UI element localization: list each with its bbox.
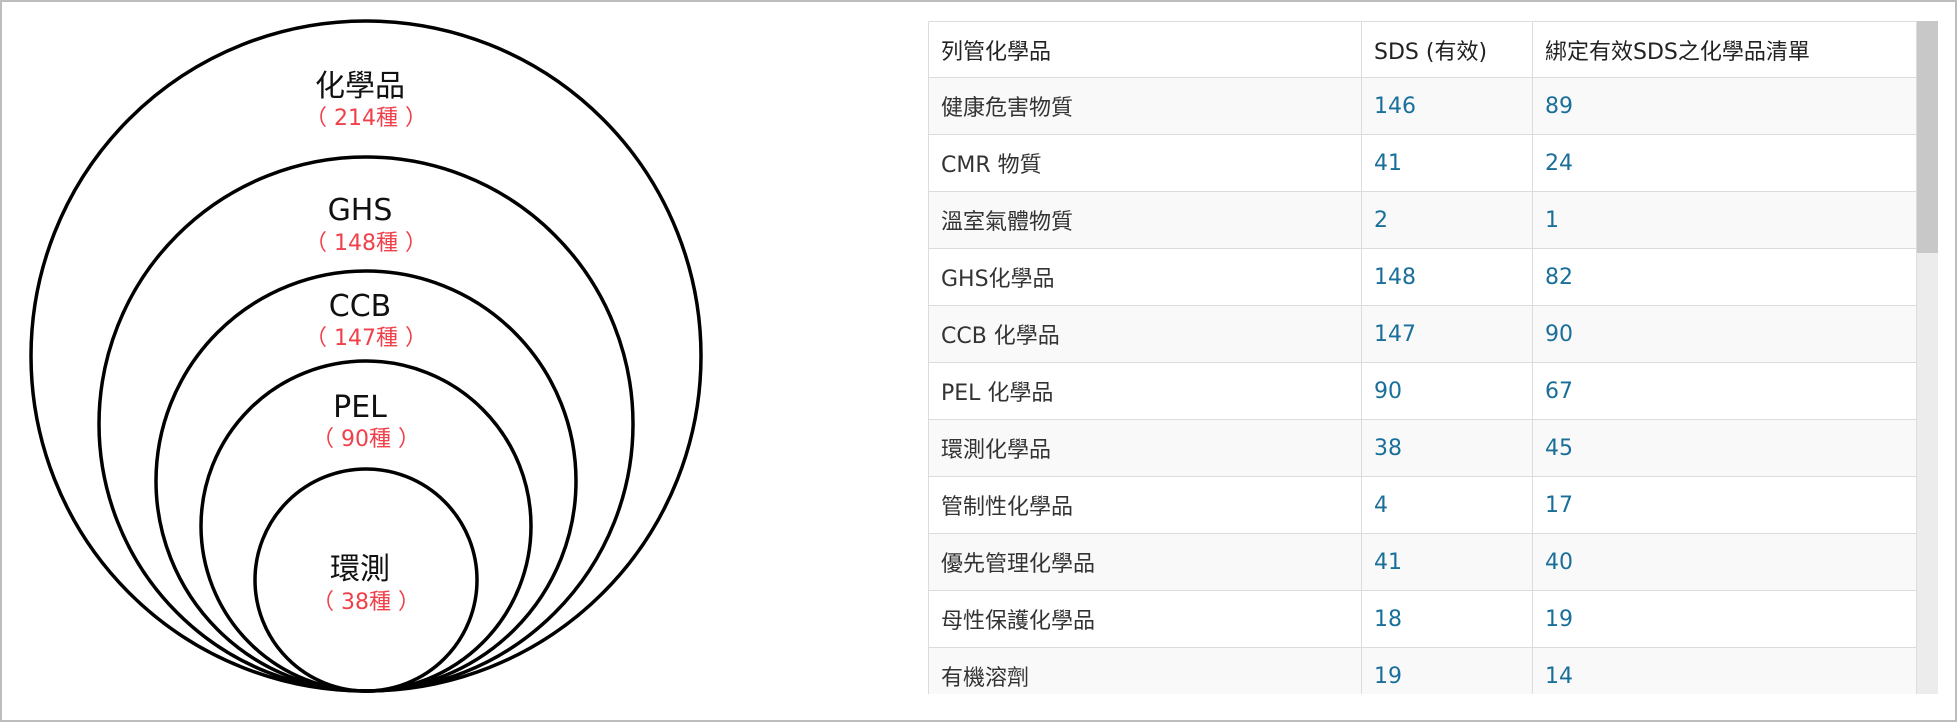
chemical-category-cell: 有機溶劑 <box>928 647 1362 694</box>
sds-valid-count-link[interactable]: 90 <box>1361 362 1533 420</box>
bound-sds-count-link[interactable]: 40 <box>1532 533 1917 591</box>
column-header: 綁定有效SDS之化學品清單 <box>1532 21 1917 78</box>
vertical-scrollbar[interactable] <box>1917 21 1938 694</box>
chemical-category-cell: 管制性化學品 <box>928 476 1362 534</box>
sds-valid-count-link[interactable]: 38 <box>1361 419 1533 477</box>
sds-valid-count-link[interactable]: 147 <box>1361 305 1533 363</box>
chemical-category-cell: 健康危害物質 <box>928 77 1362 135</box>
circle-count: （ 148種 ） <box>305 231 427 256</box>
column-header: 列管化學品 <box>928 21 1362 78</box>
circle-label: CCB <box>329 289 391 324</box>
column-header: SDS (有效) <box>1361 21 1533 78</box>
chemical-category-cell: CCB 化學品 <box>928 305 1362 363</box>
bound-sds-count-link[interactable]: 1 <box>1532 191 1917 249</box>
circle-count: （ 90種 ） <box>312 427 420 452</box>
sds-valid-count-link[interactable]: 148 <box>1361 248 1533 306</box>
bound-sds-count-link[interactable]: 19 <box>1532 590 1917 648</box>
circle-count: （ 147種 ） <box>305 326 427 351</box>
sds-valid-count-link[interactable]: 19 <box>1361 647 1533 694</box>
bound-sds-count-link[interactable]: 14 <box>1532 647 1917 694</box>
sds-valid-count-link[interactable]: 2 <box>1361 191 1533 249</box>
circle-label: GHS <box>328 193 393 228</box>
scrollbar-thumb[interactable] <box>1917 21 1938 253</box>
chemical-category-cell: 環測化學品 <box>928 419 1362 477</box>
table-header-row: 列管化學品 SDS (有效) 綁定有效SDS之化學品清單 <box>928 21 1917 78</box>
circle-count: （ 214種 ） <box>305 106 427 131</box>
bound-sds-count-link[interactable]: 82 <box>1532 248 1917 306</box>
nested-circle-diagram: 化學品 （ 214種 ） GHS （ 148種 ） CCB （ 147種 ） P… <box>29 19 703 693</box>
chemical-category-cell: PEL 化學品 <box>928 362 1362 420</box>
circle-env-monitoring <box>253 467 479 693</box>
chemical-category-cell: GHS化學品 <box>928 248 1362 306</box>
chemical-category-cell: CMR 物質 <box>928 134 1362 192</box>
bound-sds-count-link[interactable]: 45 <box>1532 419 1917 477</box>
chemical-category-cell: 溫室氣體物質 <box>928 191 1362 249</box>
sds-valid-count-link[interactable]: 41 <box>1361 134 1533 192</box>
sds-valid-count-link[interactable]: 18 <box>1361 590 1533 648</box>
bound-sds-count-link[interactable]: 89 <box>1532 77 1917 135</box>
bound-sds-count-link[interactable]: 67 <box>1532 362 1917 420</box>
sds-valid-count-link[interactable]: 41 <box>1361 533 1533 591</box>
circle-label: 化學品 <box>315 69 405 104</box>
circle-label: PEL <box>333 390 387 425</box>
circle-count: （ 38種 ） <box>312 590 420 615</box>
bound-sds-count-link[interactable]: 17 <box>1532 476 1917 534</box>
sds-valid-count-link[interactable]: 4 <box>1361 476 1533 534</box>
chemical-category-cell: 優先管理化學品 <box>928 533 1362 591</box>
sds-valid-count-link[interactable]: 146 <box>1361 77 1533 135</box>
bound-sds-count-link[interactable]: 90 <box>1532 305 1917 363</box>
chemical-category-cell: 母性保護化學品 <box>928 590 1362 648</box>
bound-sds-count-link[interactable]: 24 <box>1532 134 1917 192</box>
circle-label: 環測 <box>330 552 390 587</box>
